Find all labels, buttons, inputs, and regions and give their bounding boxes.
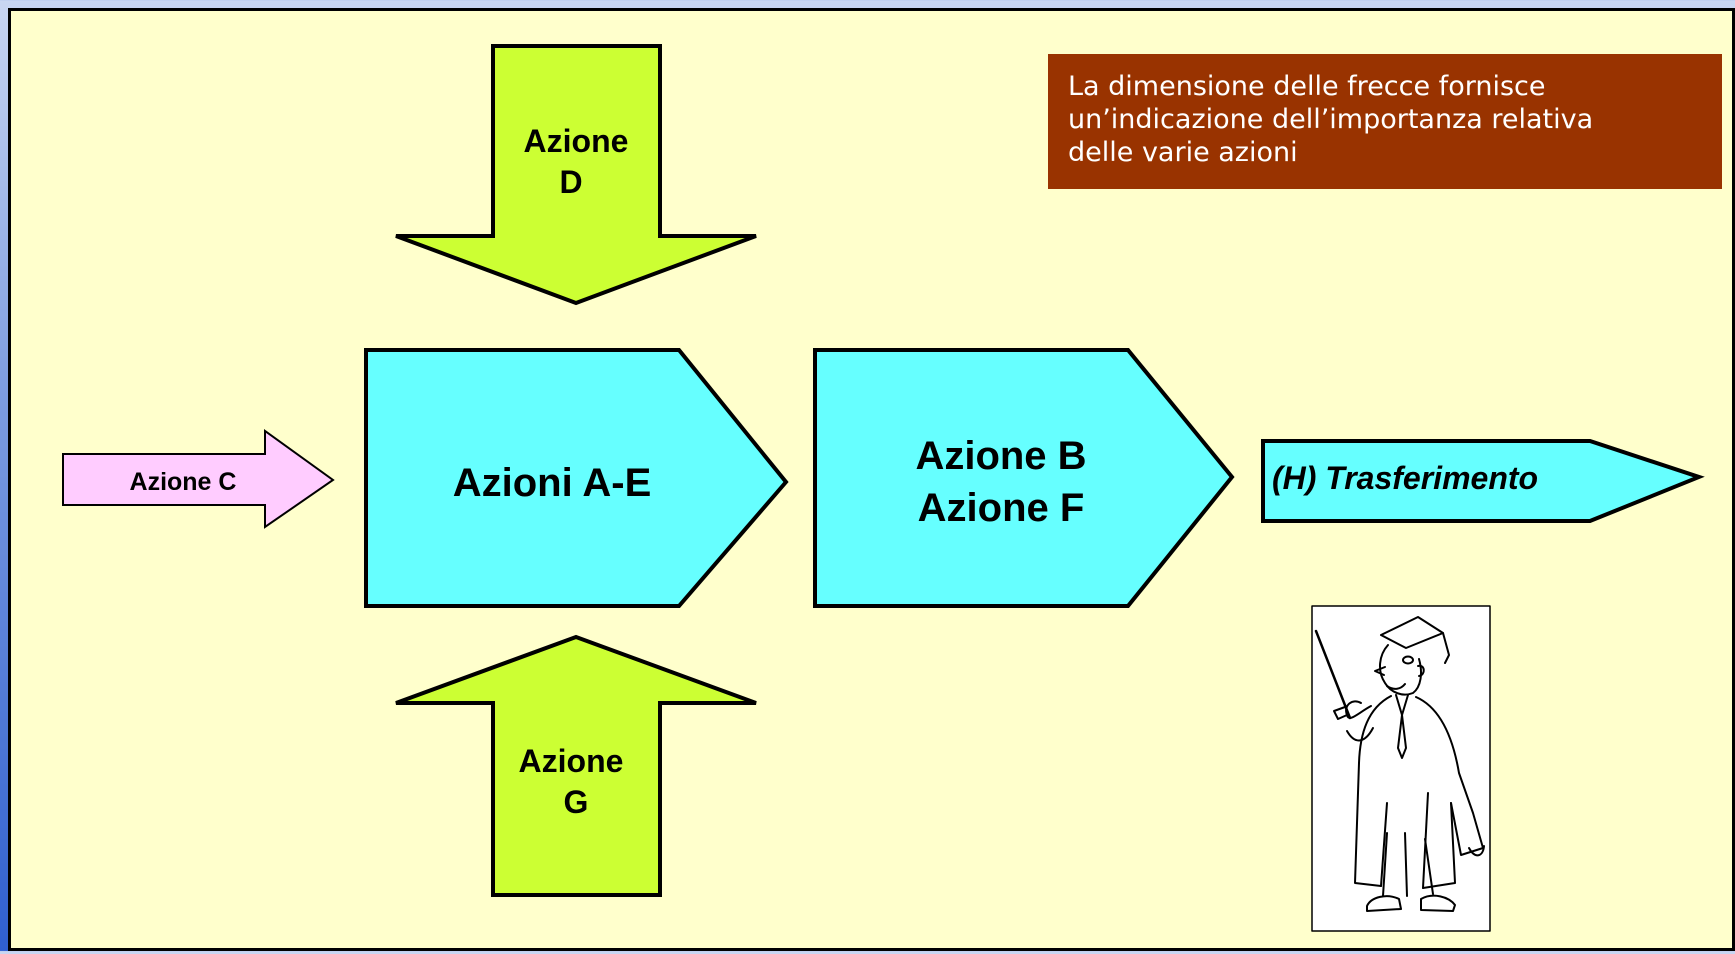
- arrow-azione-c-label: Azione C: [130, 468, 237, 496]
- arrow-diagram: Azione D Azione G Azione C Azioni A-E Az…: [62, 44, 1705, 932]
- arrow-azione-bf: Azione B Azione F: [813, 348, 1235, 608]
- arrow-azione-g-shape: [395, 634, 757, 897]
- note-box: La dimensione delle frecce fornisce un’i…: [1048, 54, 1722, 189]
- note-line-2: un’indicazione dell’importanza relativa: [1068, 104, 1594, 135]
- graduate-teacher-pointer-icon: [1311, 605, 1491, 932]
- arrow-azione-bf-line2: Azione F: [918, 486, 1085, 530]
- arrow-azione-c: Azione C: [62, 429, 335, 529]
- arrow-azione-g-line1: Azione: [519, 743, 624, 779]
- slide: Azione D Azione G Azione C Azioni A-E Az…: [8, 8, 1735, 951]
- arrow-trasferimento-label: (H) Trasferimento: [1272, 460, 1538, 496]
- arrow-azioni-ae-shape: [364, 348, 789, 608]
- arrow-azione-bf-line1: Azione B: [915, 434, 1086, 478]
- note-line-3: delle varie azioni: [1068, 137, 1298, 168]
- arrow-azione-d-line2: D: [559, 164, 582, 200]
- arrow-azione-d-line1: Azione: [524, 123, 629, 159]
- arrow-azione-g-line2: G: [564, 784, 589, 820]
- arrow-azione-d-shape: [395, 44, 757, 306]
- arrow-trasferimento: (H) Trasferimento: [1261, 439, 1705, 523]
- arrow-azioni-ae-label: Azioni A-E: [453, 461, 652, 505]
- arrow-azione-d: Azione D: [395, 44, 757, 306]
- arrow-trasferimento-shape: [1261, 439, 1705, 523]
- arrow-azione-c-shape: [62, 429, 335, 529]
- arrow-azioni-ae: Azioni A-E: [364, 348, 789, 608]
- arrow-azione-g: Azione G: [395, 634, 757, 897]
- note-line-1: La dimensione delle frecce fornisce: [1068, 71, 1546, 102]
- arrow-azione-bf-shape: [813, 348, 1235, 608]
